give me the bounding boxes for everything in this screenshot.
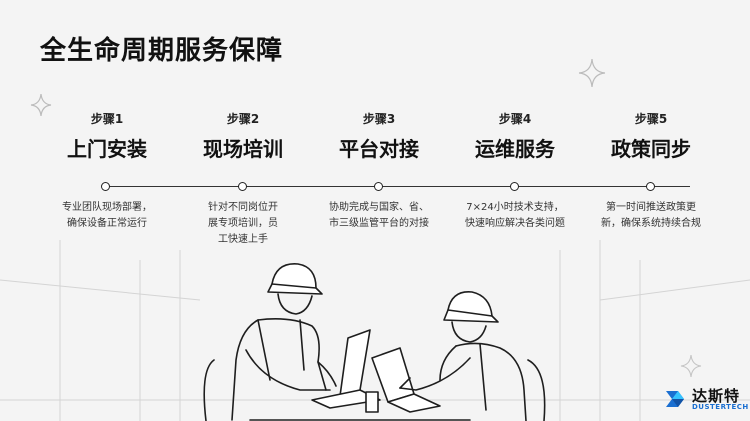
page-title: 全生命周期服务保障 <box>40 36 284 66</box>
step-1: 步骤1 上门安装 <box>37 110 177 162</box>
sparkle-icon <box>680 354 702 378</box>
timeline-dot <box>510 182 519 191</box>
timeline-dot <box>101 182 110 191</box>
step-name: 运维服务 <box>475 137 555 161</box>
step-4: 步骤4 运维服务 <box>445 110 585 162</box>
step-name: 上门安装 <box>67 137 147 161</box>
step-label: 步骤5 <box>634 112 668 126</box>
step-label: 步骤4 <box>498 112 532 126</box>
timeline-line <box>104 186 690 187</box>
step-5-description: 第一时间推送政策更 新，确保系统持续合规 <box>601 202 701 229</box>
logo-name-cn: 达斯特 <box>692 387 741 405</box>
step-2-description: 针对不同岗位开 展专项培训，员 工快速上手 <box>208 202 278 245</box>
step-3: 步骤3 平台对接 <box>309 110 449 162</box>
sparkle-icon <box>578 58 606 88</box>
step-name: 现场培训 <box>203 137 283 161</box>
step-name: 平台对接 <box>339 137 419 161</box>
step-name: 政策同步 <box>611 137 691 161</box>
timeline-dot <box>238 182 247 191</box>
workers-illustration <box>0 240 750 421</box>
step-1-description: 专业团队现场部署， 确保设备正常运行 <box>62 202 152 229</box>
step-label: 步骤3 <box>362 112 396 126</box>
step-2: 步骤2 现场培训 <box>173 110 313 162</box>
sparkle-icon <box>30 93 52 117</box>
step-5: 步骤5 政策同步 <box>581 110 721 162</box>
logo-name-en: DUSTERTECH <box>692 403 749 411</box>
logo-mark-icon <box>666 391 684 407</box>
step-3-description: 协助完成与国家、省、 市三级监管平台的对接 <box>329 202 429 229</box>
step-label: 步骤2 <box>226 112 260 126</box>
timeline-dot <box>374 182 383 191</box>
timeline-dot <box>646 182 655 191</box>
brand-logo: 达斯特 DUSTERTECH <box>664 385 749 415</box>
step-label: 步骤1 <box>90 112 124 126</box>
step-4-description: 7×24小时技术支持， 快速响应解决各类问题 <box>465 202 565 229</box>
